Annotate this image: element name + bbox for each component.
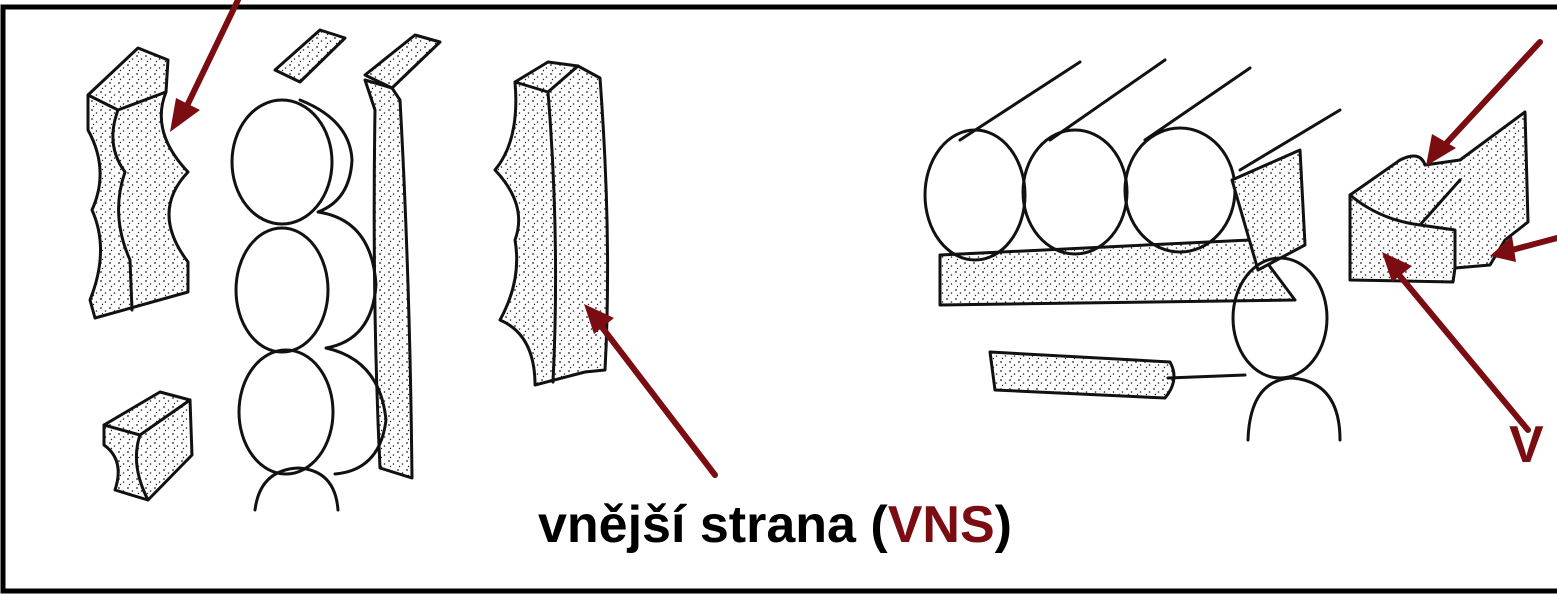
left-coil-construction bbox=[88, 30, 608, 510]
outer-side-strip bbox=[495, 62, 608, 385]
arrow-outer-side bbox=[598, 322, 715, 475]
right-coil-bottom-partial bbox=[1248, 378, 1340, 440]
arrow-right-lower bbox=[1395, 270, 1528, 430]
right-coil-lower bbox=[1233, 258, 1327, 378]
coil-4-partial bbox=[255, 468, 338, 510]
caption-suffix: ) bbox=[995, 496, 1012, 554]
coil-strings bbox=[960, 60, 1340, 170]
right-coil-1 bbox=[925, 130, 1025, 260]
caption-abbreviation: VNS bbox=[888, 496, 995, 554]
rolled-coil bbox=[990, 352, 1174, 398]
segment-piece-upper bbox=[88, 48, 188, 318]
right-coil-2 bbox=[1023, 130, 1127, 254]
rolled-coil-link bbox=[1168, 375, 1245, 378]
arrow-upper-left bbox=[184, 0, 238, 112]
base-plate bbox=[940, 240, 1295, 305]
right-coil-construction bbox=[925, 60, 1528, 440]
clay-strip-top-b bbox=[365, 35, 440, 88]
coil-1 bbox=[232, 100, 332, 224]
right-coil-3 bbox=[1125, 128, 1235, 252]
right-cropped-label: V bbox=[1509, 415, 1544, 475]
clay-strip-top-a bbox=[275, 30, 345, 82]
arrow-right-step bbox=[1512, 238, 1557, 250]
caption-prefix: vnější strana ( bbox=[538, 496, 888, 554]
outer-side-caption: vnější strana (VNS) bbox=[538, 495, 1012, 555]
clay-wall bbox=[365, 80, 412, 478]
coil-3 bbox=[239, 350, 333, 474]
coil-2 bbox=[236, 228, 328, 352]
